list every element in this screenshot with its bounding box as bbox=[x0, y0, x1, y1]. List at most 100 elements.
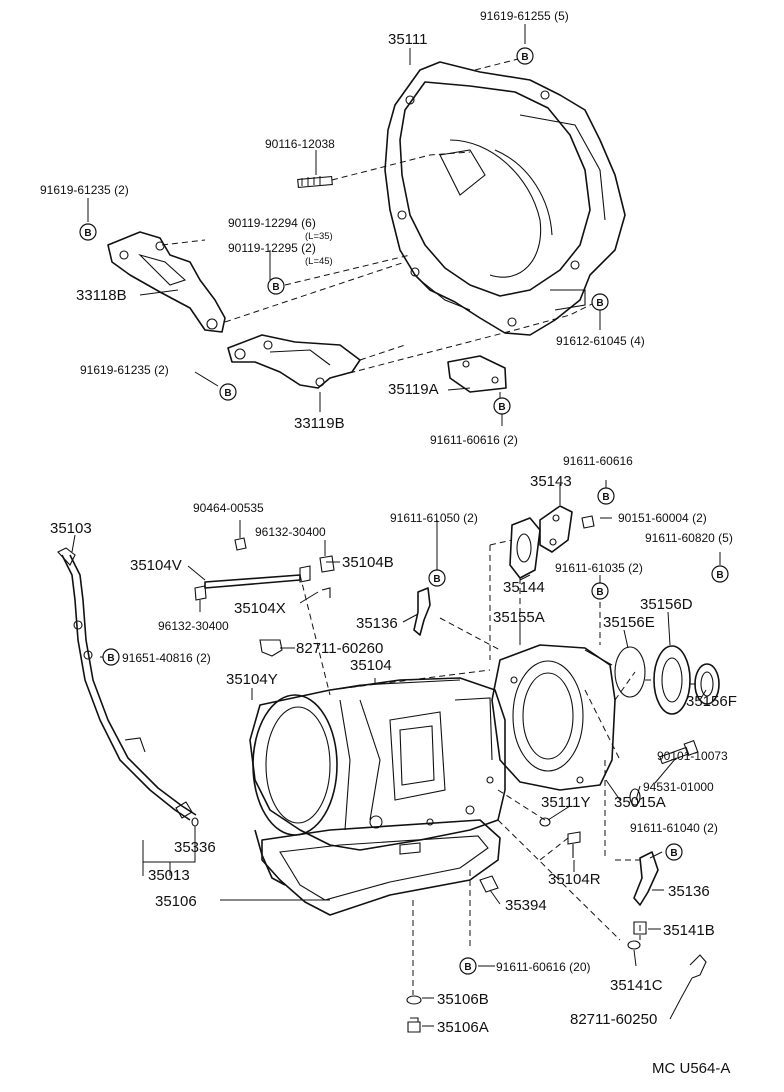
plate-35143 bbox=[539, 505, 573, 553]
svg-text:B: B bbox=[521, 52, 528, 63]
lever-35136-upper bbox=[413, 587, 431, 636]
label-35119A: 35119A bbox=[388, 381, 439, 398]
label-90464-00535: 90464-00535 bbox=[193, 501, 264, 515]
svg-text:B: B bbox=[596, 298, 603, 309]
label-35015A: 35015A bbox=[614, 794, 666, 811]
svg-text:B: B bbox=[433, 574, 440, 585]
gasket-94531-01000 bbox=[629, 788, 641, 806]
cover-35144 bbox=[509, 517, 541, 579]
bolt-marker-icon: B bbox=[493, 397, 511, 415]
transmission-housing-35111 bbox=[384, 61, 626, 336]
label-94531-01000: 94531-01000 bbox=[643, 780, 714, 794]
label-91619-61235-mid: 91619-61235 (2) bbox=[80, 363, 169, 377]
label-91611-61035: 91611-61035 (2) bbox=[555, 561, 643, 575]
label-91611-60616-2: 91611-60616 (2) bbox=[430, 433, 518, 447]
label-35106B: 35106B bbox=[437, 991, 489, 1008]
dipstick-tube-35013 bbox=[57, 547, 199, 827]
svg-text:B: B bbox=[596, 587, 603, 598]
label-91619-61235-top: 91619-61235 (2) bbox=[40, 183, 129, 197]
label-35104B: 35104B bbox=[342, 554, 394, 571]
bolt-marker-icon: B bbox=[219, 383, 237, 401]
svg-text:B: B bbox=[716, 570, 723, 581]
label-90119-12295: 90119-12295 (2) bbox=[228, 241, 316, 255]
label-35144: 35144 bbox=[503, 579, 545, 596]
stud-90116-12038 bbox=[297, 175, 333, 189]
bolt-marker-icon: B bbox=[516, 47, 534, 65]
label-35136-bottom: 35136 bbox=[668, 883, 710, 900]
label-35141B: 35141B bbox=[663, 922, 715, 939]
svg-text:B: B bbox=[498, 402, 505, 413]
label-35111: 35111 bbox=[388, 31, 428, 48]
label-35104R: 35104R bbox=[548, 871, 601, 888]
label-35111Y: 35111Y bbox=[541, 794, 591, 811]
svg-text:B: B bbox=[670, 848, 677, 859]
label-35104: 35104 bbox=[350, 657, 392, 674]
label-91611-60616-20: 91611-60616 (20) bbox=[496, 960, 591, 974]
bolt-marker-icon: B bbox=[267, 277, 285, 295]
label-35104Y: 35104Y bbox=[226, 671, 278, 688]
lever-35136-lower bbox=[633, 851, 659, 906]
svg-text:B: B bbox=[602, 492, 609, 503]
label-35103: 35103 bbox=[50, 520, 92, 537]
label-35136-top: 35136 bbox=[356, 615, 398, 632]
label-90119-12294: 90119-12294 (6) bbox=[228, 216, 316, 230]
label-91611-60616: 91611-60616 bbox=[563, 454, 633, 468]
label-35106: 35106 bbox=[155, 893, 197, 910]
label-82711-60260: 82711-60260 bbox=[296, 640, 383, 657]
svg-text:B: B bbox=[272, 282, 279, 293]
label-91611-60820: 91611-60820 (5) bbox=[645, 531, 733, 545]
label-35156E: 35156E bbox=[603, 614, 655, 631]
label-91611-61050: 91611-61050 (2) bbox=[390, 511, 478, 525]
label-82711-60250: 82711-60250 bbox=[570, 1011, 657, 1028]
svg-text:B: B bbox=[84, 228, 91, 239]
label-90151-60004: 90151-60004 (2) bbox=[618, 511, 707, 525]
label-35394: 35394 bbox=[505, 897, 547, 914]
bolt-marker-icon: B bbox=[428, 569, 446, 587]
label-35141C: 35141C bbox=[610, 977, 663, 994]
label-35156F: 35156F bbox=[686, 693, 737, 710]
o-ring-35156E bbox=[614, 646, 646, 698]
plate-35119A bbox=[447, 355, 507, 393]
extension-housing-35155A bbox=[491, 644, 616, 791]
bolt-marker-icon: B bbox=[597, 487, 615, 505]
label-96132-30400-bottom: 96132-30400 bbox=[158, 619, 229, 633]
bolt-marker-icon: B bbox=[102, 648, 120, 666]
label-33119B: 33119B bbox=[294, 415, 345, 432]
label-91612-61045: 91612-61045 (4) bbox=[556, 334, 645, 348]
bolt-marker-icon: B bbox=[459, 957, 477, 975]
svg-text:B: B bbox=[107, 653, 114, 664]
rod-35104V bbox=[194, 537, 335, 601]
label-35143: 35143 bbox=[530, 473, 572, 490]
label-91651-40816: 91651-40816 (2) bbox=[122, 651, 211, 665]
svg-text:B: B bbox=[464, 962, 471, 973]
transmission-case-35104 bbox=[249, 677, 506, 851]
svg-text:B: B bbox=[224, 388, 231, 399]
label-91611-61040: 91611-61040 (2) bbox=[630, 821, 718, 835]
seal-35156D bbox=[653, 645, 691, 715]
label-90116-12038: 90116-12038 bbox=[265, 137, 335, 151]
label-90119-12294-length: (L=35) bbox=[305, 231, 333, 242]
bolt-marker-icon: B bbox=[591, 293, 609, 311]
label-35336: 35336 bbox=[174, 839, 216, 856]
bracket-33118B bbox=[107, 231, 226, 333]
oil-pan-35106 bbox=[261, 819, 501, 916]
label-96132-30400-top: 96132-30400 bbox=[255, 525, 326, 539]
bolt-marker-icon: B bbox=[665, 843, 683, 861]
label-35013: 35013 bbox=[148, 867, 190, 884]
label-35104X: 35104X bbox=[234, 600, 286, 617]
label-35106A: 35106A bbox=[437, 1019, 489, 1036]
label-35155A: 35155A bbox=[493, 609, 545, 626]
bracket-33119B bbox=[227, 334, 361, 389]
label-35156D: 35156D bbox=[640, 596, 693, 613]
label-33118B: 33118B bbox=[76, 287, 127, 304]
bolt-35104R bbox=[567, 831, 581, 858]
label-91619-61255: 91619-61255 (5) bbox=[480, 9, 569, 23]
label-90119-12295-length: (L=45) bbox=[305, 256, 333, 267]
figure-code: MC U564-A bbox=[652, 1060, 730, 1077]
bolt-marker-icon: B bbox=[79, 223, 97, 241]
bolt-marker-icon: B bbox=[711, 565, 729, 583]
label-35104V: 35104V bbox=[130, 557, 182, 574]
bolt-marker-icon: B bbox=[591, 582, 609, 600]
